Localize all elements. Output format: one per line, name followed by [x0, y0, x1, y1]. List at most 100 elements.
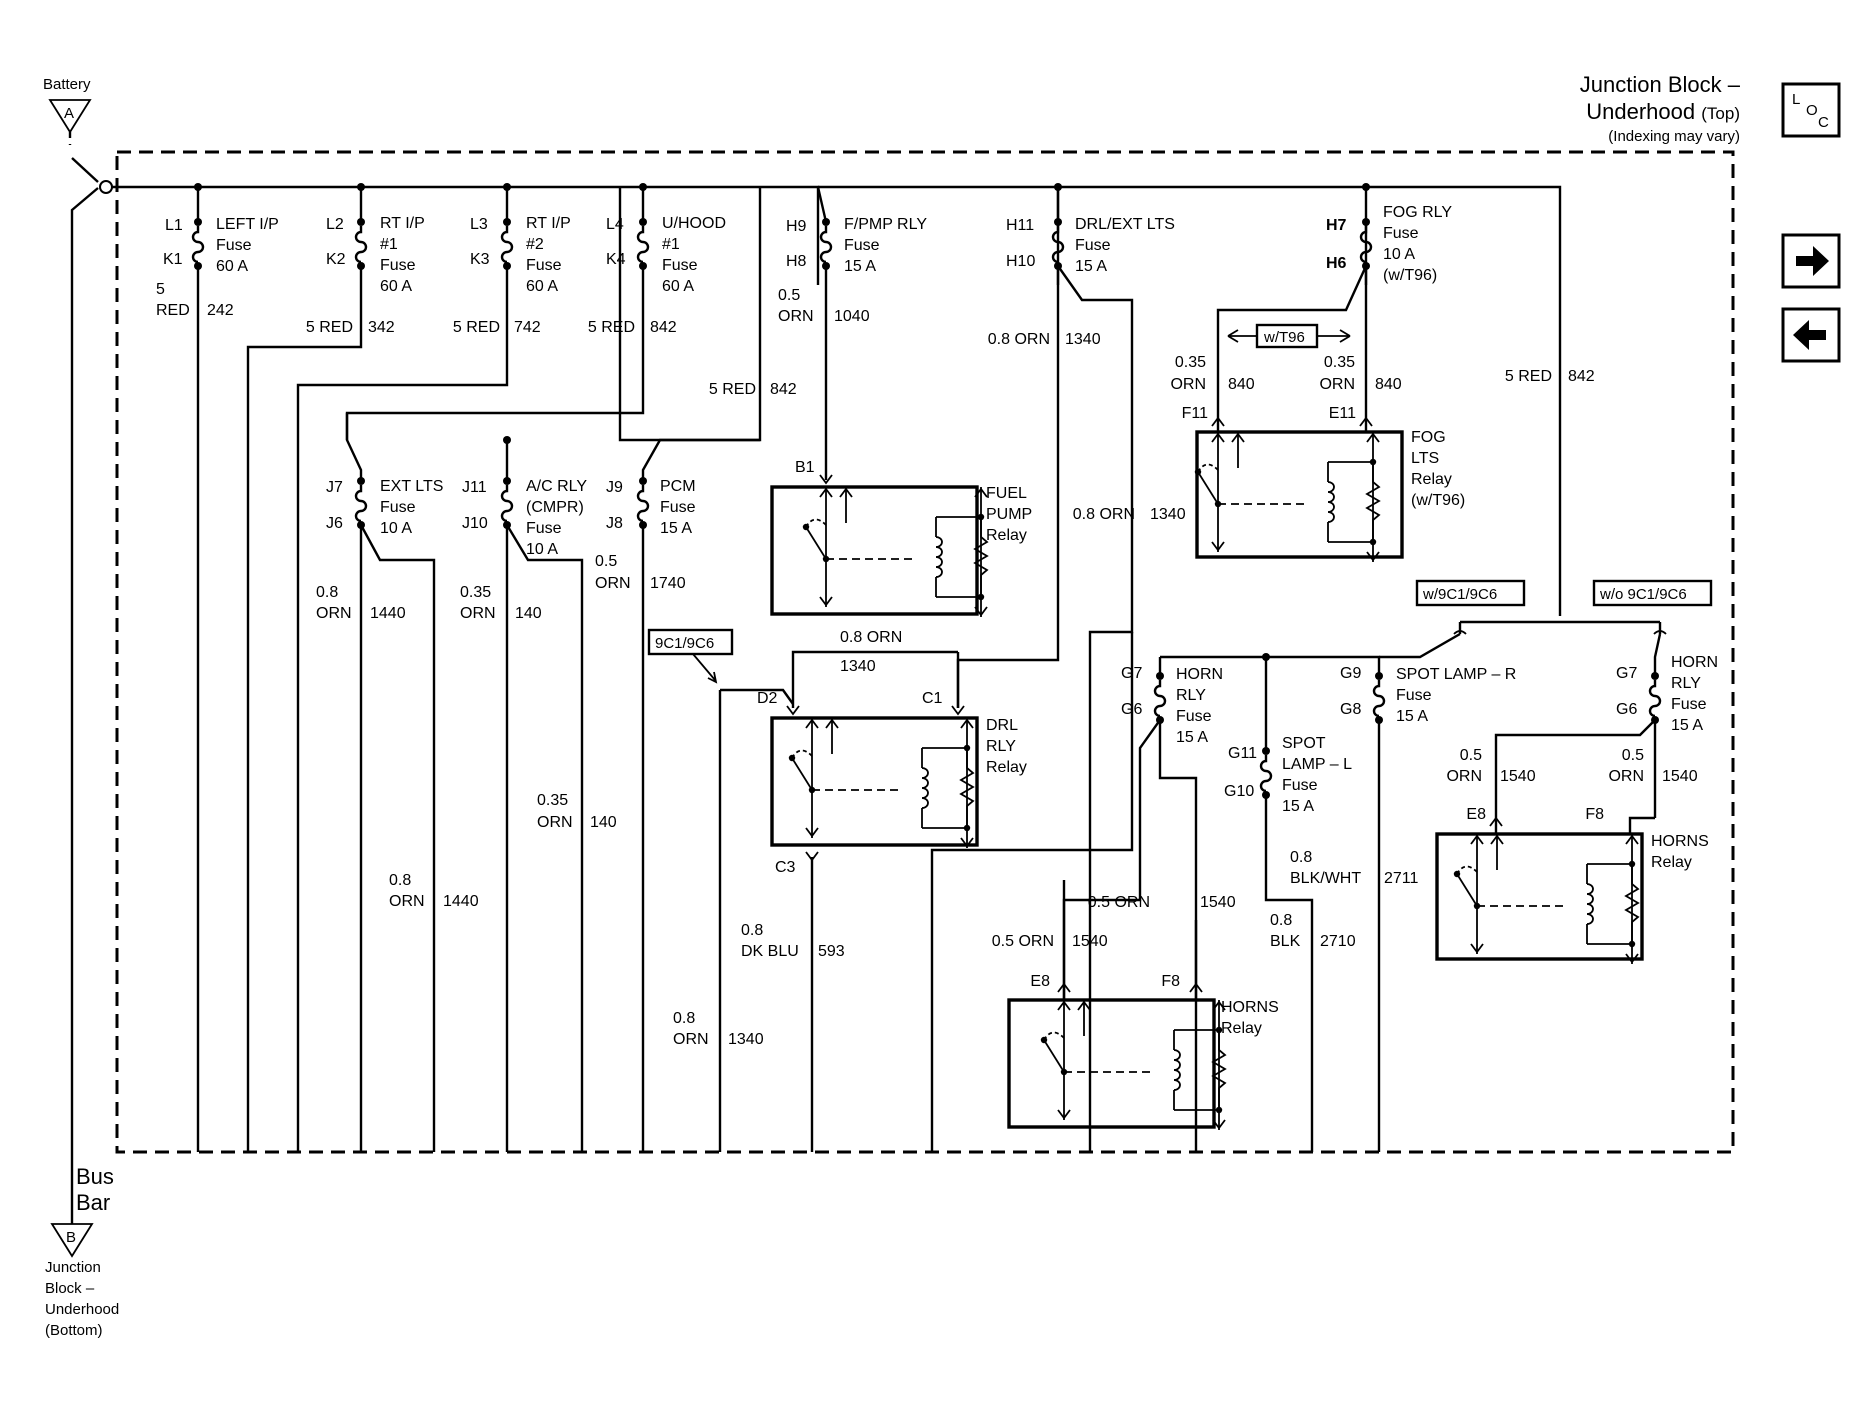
wire-593-num: 593 — [818, 943, 845, 960]
fuse-drl-bottom-pin: H10 — [1006, 253, 1035, 270]
fuse-pcm-top-pin: J9 — [606, 479, 623, 496]
fuse-acrly-top-pin: J11 — [462, 479, 487, 496]
fuse-hornrly-left-name: HORN — [1176, 666, 1223, 683]
wire-242-color: RED — [156, 302, 190, 319]
relay-horns-center-pin-right: F8 — [1161, 973, 1180, 990]
loc-c: C — [1818, 114, 1829, 131]
bottom-ref-line2: Block – — [45, 1280, 95, 1297]
wire-342-num: 342 — [368, 319, 395, 336]
title-line2-suffix: (Top) — [1701, 104, 1740, 123]
junction-block-outline — [115, 150, 1735, 1154]
fuse-extlts-bottom-pin: J6 — [326, 515, 343, 532]
relay-fog-type: Relay — [1411, 471, 1452, 488]
wire-1340d-gauge: 0.8 — [673, 1010, 695, 1027]
wire-2710-color: BLK — [1270, 933, 1301, 950]
relay-horns-center-pin-left: E8 — [1030, 973, 1050, 990]
wire-1440a-num: 1440 — [370, 605, 406, 622]
relay-fog-name2: LTS — [1411, 450, 1439, 467]
fuse-rt-ip1 — [354, 216, 368, 272]
wire-1340a-num: 1340 — [1065, 331, 1101, 348]
bottom-ref-line3: Underhood — [45, 1301, 119, 1318]
wire-1540a-label: 0.5 ORN — [1088, 894, 1150, 911]
wire-1740-gauge: 0.5 — [595, 553, 617, 570]
relay-drl-name1: DRL — [986, 717, 1018, 734]
wire-1540d-gauge: 0.5 — [1622, 747, 1644, 764]
wire-1740-num: 1740 — [650, 575, 686, 592]
wire-842c-num: 842 — [1568, 368, 1595, 385]
relay-horns-right-pin-left: E8 — [1466, 806, 1486, 823]
wire-1340c-label: 0.8 ORN — [840, 629, 902, 646]
relay-drl-type: Relay — [986, 759, 1027, 776]
fuse-left-ip-name: LEFT I/P — [216, 216, 279, 233]
wire-1740-color: ORN — [595, 575, 631, 592]
fuse-acrly-name: A/C RLY — [526, 478, 587, 495]
bus-bar-node-letter: B — [66, 1229, 76, 1246]
wire-1540b-label: 0.5 ORN — [992, 933, 1054, 950]
wire-840l-color: ORN — [1170, 376, 1206, 393]
relay-fog-pin-left: F11 — [1182, 405, 1208, 422]
bus-bar-label2: Bar — [76, 1190, 110, 1215]
fuse-uhood-bottom-pin: K4 — [606, 251, 626, 268]
fuse-hornrly-right-bottom-pin: G6 — [1616, 701, 1637, 718]
wire-242-gauge: 5 — [156, 281, 165, 298]
wire-140a-num: 140 — [515, 605, 542, 622]
bus-bar-node-triangle — [50, 1223, 94, 1258]
relay-horns-right-box — [1435, 832, 1644, 961]
svg-text:Underhood (Top): Underhood (Top) — [1586, 99, 1740, 124]
wire-1340c-num: 1340 — [840, 658, 876, 675]
fuse-hornrly-right-rating: 15 A — [1671, 717, 1703, 734]
wire-2711-num: 2711 — [1384, 870, 1419, 887]
wire-1540a-num: 1540 — [1200, 894, 1236, 911]
relay-fog-pin-right: E11 — [1329, 405, 1356, 422]
relay-drl-box — [770, 716, 979, 847]
wire-140a-gauge: 0.35 — [460, 584, 491, 601]
fuse-uhood-rating: 60 A — [662, 278, 694, 295]
relay-horns-right-pin-right: F8 — [1585, 806, 1604, 823]
fuse-fogrly-option: (w/T96) — [1383, 267, 1437, 284]
relay-horns-center-name: HORNS — [1221, 999, 1279, 1016]
fuse-fpmp-top-pin: H9 — [786, 218, 807, 235]
wire-1540c-gauge: 0.5 — [1460, 747, 1482, 764]
wire-840r-num: 840 — [1375, 376, 1402, 393]
relay-horns-right-name: HORNS — [1651, 833, 1709, 850]
wire-1440b-num: 1440 — [443, 893, 479, 910]
fuse-drl-top-pin: H11 — [1006, 217, 1034, 234]
option-w9c1: w/9C1/9C6 — [1422, 586, 1497, 603]
fuse-fogrly-name: FOG RLY — [1383, 204, 1452, 221]
relay-fuel-pump-name1: FUEL — [986, 485, 1027, 502]
fuse-pcm-name: PCM — [660, 478, 696, 495]
wire-840r-color: ORN — [1319, 376, 1355, 393]
fuse-spot-r-rating: 15 A — [1396, 708, 1428, 725]
fuse-drl-name: DRL/EXT LTS — [1075, 216, 1175, 233]
wire-140b-color: ORN — [537, 814, 573, 831]
fuse-extlts-name: EXT LTS — [380, 478, 443, 495]
wire-842-num: 842 — [650, 319, 677, 336]
wire-1540d-color: ORN — [1608, 768, 1644, 785]
fuse-extlts-rating: 10 A — [380, 520, 412, 537]
fuse-hornrly-left — [1153, 670, 1167, 726]
fuse-fpmp-rating: 15 A — [844, 258, 876, 275]
relay-drl-pin-right: C1 — [922, 690, 943, 707]
loc-button[interactable]: L O C — [1781, 82, 1841, 138]
relay-fuel-pump-type: Relay — [986, 527, 1027, 544]
prev-page-button[interactable] — [1781, 307, 1841, 363]
wire-2711-gauge: 0.8 — [1290, 849, 1312, 866]
relay-fog-name1: FOG — [1411, 429, 1446, 446]
fuse-spot-l-top-pin: G11 — [1228, 745, 1257, 762]
relay-drl-name2: RLY — [986, 738, 1016, 755]
next-page-button[interactable] — [1781, 233, 1841, 289]
fuse-acrly-bottom-pin: J10 — [462, 515, 488, 532]
arrow-left-icon — [1793, 320, 1826, 350]
fuse-spot-r — [1372, 670, 1386, 726]
wire-2711-color: BLK/WHT — [1290, 870, 1361, 887]
fuse-spot-l-name2: LAMP – L — [1282, 756, 1352, 773]
relay-horns-center-box — [1007, 998, 1216, 1129]
battery-label: Battery — [43, 76, 91, 93]
wire-742-label: 5 RED — [453, 319, 500, 336]
fuse-uhood-name: U/HOOD — [662, 215, 726, 232]
fuse-acrly — [500, 475, 514, 531]
fuse-rt-ip2-bottom-pin: K3 — [470, 251, 490, 268]
wire-840l-gauge: 0.35 — [1175, 354, 1206, 371]
fuse-left-ip-type: Fuse — [216, 237, 252, 254]
